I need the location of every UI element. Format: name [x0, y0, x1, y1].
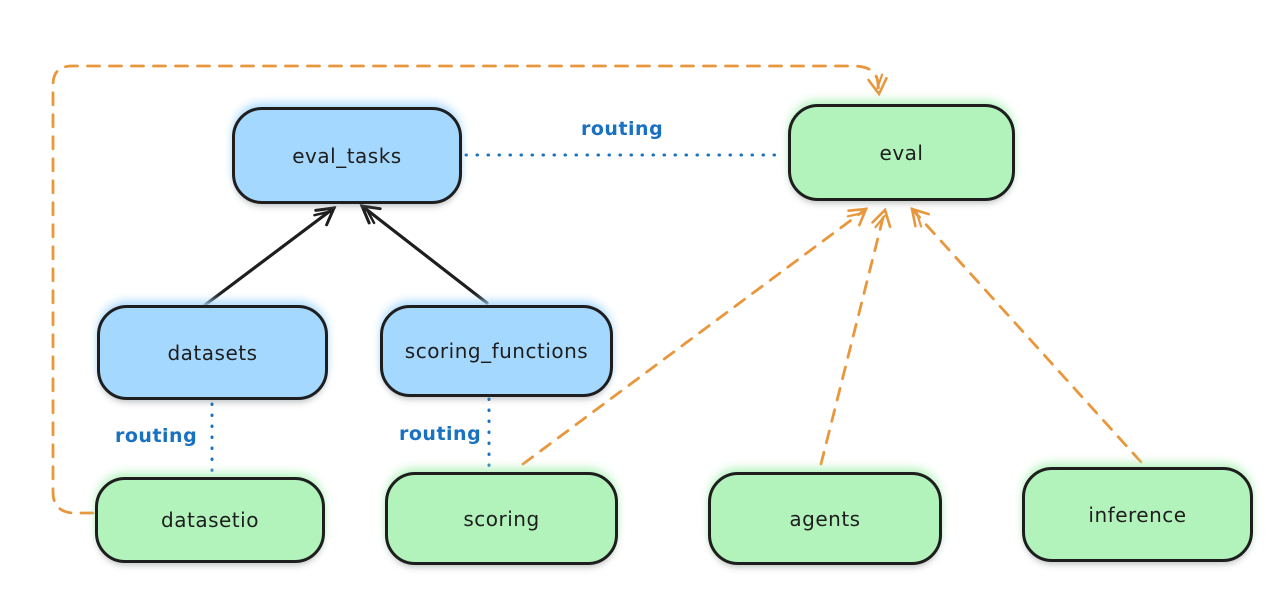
node-datasetio: datasetio	[95, 477, 325, 563]
edge-scoring-functions-to-eval-tasks	[359, 204, 489, 305]
node-scoring-functions: scoring_functions	[380, 305, 613, 397]
edge-label-routing-eval-tasks-eval: routing	[581, 118, 664, 140]
node-eval-label: eval	[879, 140, 924, 165]
edge-inference-to-eval	[910, 207, 1143, 464]
node-datasets: datasets	[97, 305, 328, 400]
node-agents-label: agents	[789, 506, 861, 531]
edge-agents-to-eval	[819, 207, 892, 466]
node-inference: inference	[1022, 467, 1253, 562]
node-eval-tasks-label: eval_tasks	[292, 143, 402, 168]
edge-scoring-to-eval	[521, 207, 869, 466]
node-eval-tasks: eval_tasks	[232, 107, 462, 204]
node-scoring-label: scoring	[463, 506, 540, 531]
node-agents: agents	[708, 472, 942, 565]
edge-datasetio-to-eval	[51, 64, 888, 515]
edge-label-routing-datasets-datasetio: routing	[115, 425, 198, 447]
edge-label-routing-scoring-functions-scoring: routing	[399, 423, 482, 445]
node-scoring-functions-label: scoring_functions	[404, 339, 589, 363]
node-datasetio-label: datasetio	[161, 508, 259, 532]
node-inference-label: inference	[1088, 502, 1187, 527]
node-eval: eval	[788, 104, 1015, 201]
edge-datasets-to-eval-tasks	[203, 206, 337, 307]
node-datasets-label: datasets	[167, 340, 258, 365]
node-scoring: scoring	[385, 472, 618, 565]
